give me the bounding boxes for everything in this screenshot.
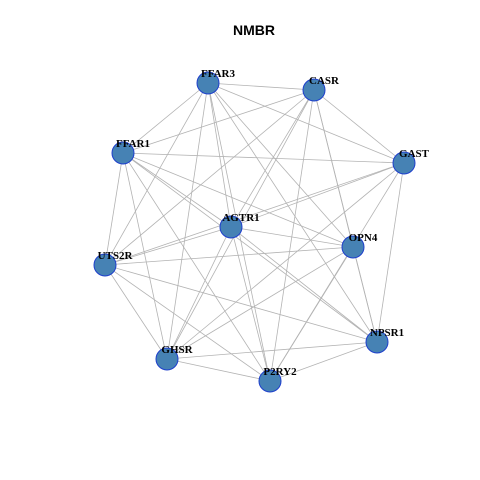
node-label: GHSR	[161, 344, 193, 356]
edge-npsr1-ghsr	[166, 341, 378, 360]
edge-agtr1-opn4	[230, 226, 354, 248]
edge-ffar1-agtr1	[122, 152, 232, 228]
node-p2ry2: P2RY2	[258, 366, 297, 393]
edge-ffar1-ghsr	[122, 152, 168, 360]
edge-casr-ffar1	[122, 89, 315, 154]
node-label: OPN4	[349, 232, 378, 244]
node-npsr1: NPSR1	[365, 327, 404, 354]
node-circle	[365, 330, 389, 354]
node-circle	[341, 235, 365, 259]
node-agtr1: AGTR1	[219, 212, 260, 239]
edge-ffar3-opn4	[207, 82, 354, 248]
node-ghsr: GHSR	[155, 344, 194, 371]
edge-agtr1-uts2r	[104, 226, 232, 266]
edge-ffar1-opn4	[122, 152, 354, 248]
node-gast: GAST	[392, 148, 430, 175]
edge-ffar3-uts2r	[104, 82, 209, 266]
node-circle	[196, 71, 220, 95]
node-circle	[219, 215, 243, 239]
node-ffar1: FFAR1	[111, 138, 150, 165]
edge-ffar1-p2ry2	[122, 152, 271, 382]
node-label: FFAR3	[201, 68, 236, 80]
node-circle	[93, 253, 117, 277]
node-circle	[258, 369, 282, 393]
edge-ffar3-npsr1	[207, 82, 378, 343]
edge-ffar3-casr	[207, 82, 315, 91]
edge-ffar3-gast	[207, 82, 405, 164]
node-circle	[392, 151, 416, 175]
edge-uts2r-ghsr	[104, 264, 168, 360]
edge-ffar1-uts2r	[104, 152, 124, 266]
graph-title: NMBR	[233, 22, 275, 38]
edge-uts2r-p2ry2	[104, 264, 271, 382]
node-circle	[111, 141, 135, 165]
node-label: AGTR1	[222, 212, 259, 224]
edge-casr-gast	[313, 89, 405, 164]
edge-npsr1-p2ry2	[269, 341, 378, 382]
edge-ffar3-agtr1	[207, 82, 232, 228]
edge-agtr1-npsr1	[230, 226, 378, 343]
node-uts2r: UTS2R	[93, 250, 134, 277]
edge-opn4-ghsr	[166, 246, 354, 360]
edge-gast-ghsr	[166, 162, 405, 360]
edge-gast-agtr1	[230, 162, 405, 228]
edge-gast-npsr1	[376, 162, 405, 343]
edge-ffar1-npsr1	[122, 152, 378, 343]
node-label: UTS2R	[98, 250, 134, 262]
edge-casr-p2ry2	[269, 89, 315, 382]
edge-ffar3-ffar1	[122, 82, 209, 154]
edge-casr-uts2r	[104, 89, 315, 266]
edges-layer	[104, 82, 405, 382]
edge-ghsr-p2ry2	[166, 358, 271, 382]
node-label: FFAR1	[116, 138, 150, 150]
node-label: P2RY2	[263, 366, 297, 378]
node-ffar3: FFAR3	[196, 68, 236, 95]
node-label: NPSR1	[370, 327, 404, 339]
edge-ffar1-gast	[122, 152, 405, 164]
edge-uts2r-npsr1	[104, 264, 378, 343]
edge-agtr1-ghsr	[166, 226, 232, 360]
node-label: GAST	[399, 148, 430, 160]
edge-agtr1-p2ry2	[230, 226, 271, 382]
edge-gast-uts2r	[104, 162, 405, 266]
node-opn4: OPN4	[341, 232, 378, 259]
node-circle	[155, 347, 179, 371]
node-circle	[302, 78, 326, 102]
edge-opn4-p2ry2	[269, 246, 354, 382]
node-casr: CASR	[302, 75, 340, 102]
edge-opn4-uts2r	[104, 246, 354, 266]
edge-opn4-npsr1	[352, 246, 378, 343]
node-label: CASR	[309, 75, 340, 87]
